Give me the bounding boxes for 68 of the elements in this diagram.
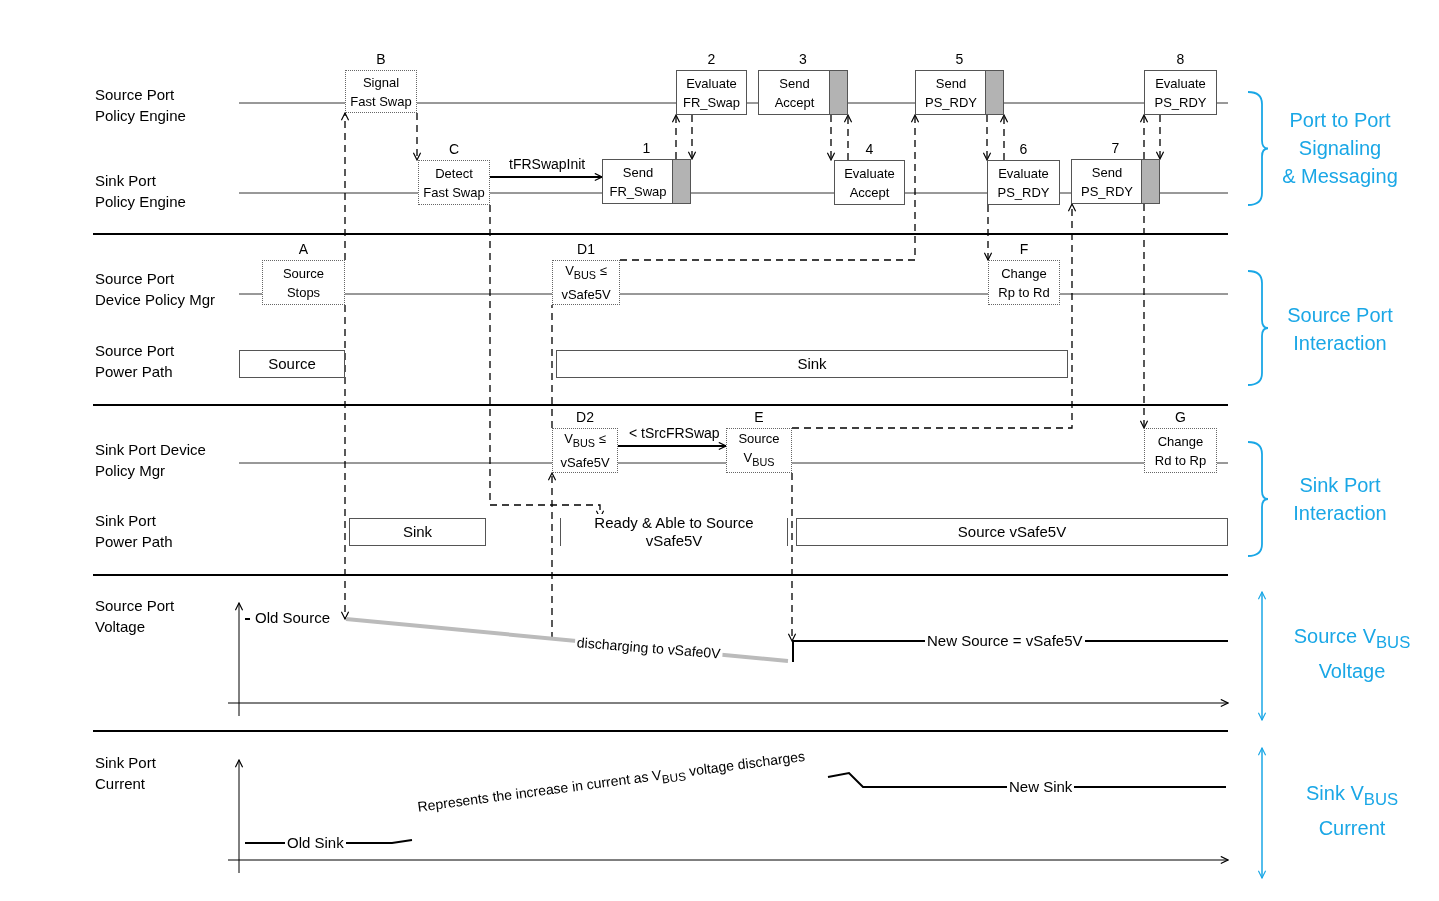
step-label: A — [297, 240, 310, 258]
row-label: Sink Port Policy Engine — [95, 171, 187, 212]
box-text: Change Rd to Rp — [1153, 432, 1208, 470]
step-label: 1 — [641, 139, 652, 157]
step-label: D2 — [575, 408, 595, 426]
step-label: 6 — [1018, 140, 1029, 158]
dashed-arrow — [671, 114, 681, 160]
step-label: E — [753, 408, 765, 426]
dashed-arrow — [1155, 114, 1165, 160]
box-text: Signal Fast Swap — [349, 73, 413, 111]
step-label: B — [375, 50, 387, 68]
step-label: C — [447, 140, 461, 158]
step-label: 8 — [1175, 50, 1186, 68]
dashed-arrow — [983, 204, 993, 261]
box-text: Send Accept — [773, 74, 816, 112]
step-label: 2 — [706, 50, 717, 68]
edge-label: tFRSwapInit — [507, 156, 588, 172]
row-label: Source Port Voltage — [95, 596, 176, 637]
step-label: G — [1174, 408, 1187, 426]
box-text: Evaluate FR_Swap — [681, 74, 742, 112]
step-label: F — [1018, 240, 1030, 258]
step-label: D1 — [576, 240, 596, 258]
dashed-arrow — [843, 114, 853, 161]
dashed-arrow — [826, 114, 836, 161]
dashed-arrow — [619, 114, 920, 261]
row-label: Sink Port Device Policy Mgr — [95, 440, 207, 481]
step-label: 5 — [954, 50, 965, 68]
arrow — [489, 172, 603, 182]
row-label: Source Port Power Path — [95, 341, 176, 382]
dashed-arrow — [412, 112, 422, 161]
box-text: Change Rp to Rd — [997, 264, 1051, 302]
arrow — [617, 441, 727, 451]
row-label: Sink Port Current — [95, 753, 157, 794]
section-title: Source Port Interaction — [1286, 303, 1394, 356]
edge-label: < tSrcFRSwap — [627, 425, 722, 441]
dashed-arrow — [982, 114, 992, 161]
dashed-arrow — [547, 472, 557, 640]
dashed-arrow — [687, 114, 697, 160]
box-text: Send FR_Swap — [608, 163, 668, 201]
dashed-line — [551, 304, 553, 429]
dashed-arrow — [787, 472, 797, 642]
dashed-arrow — [1139, 114, 1149, 160]
section-title: Sink Port Interaction — [1292, 473, 1388, 526]
section-title: Port to Port Signaling & Messaging — [1281, 108, 1399, 189]
node-label: Ready & Able to Source vSafe5V — [594, 514, 754, 549]
dashed-arrow — [340, 112, 350, 261]
box-text: Evaluate PS_RDY — [1153, 74, 1208, 112]
box-text: Send PS_RDY — [924, 74, 978, 112]
box-text: Detect Fast Swap — [422, 164, 486, 202]
box-text: V$_{BUS}$ ≤ vSafe5V — [559, 430, 611, 472]
box-text: Source Stops — [281, 264, 326, 302]
box-text: Send PS_RDY — [1080, 163, 1134, 201]
dashed-arrow — [791, 203, 1077, 429]
step-label: 4 — [864, 140, 875, 158]
dashed-arrow — [1139, 203, 1149, 429]
step-label: 3 — [798, 50, 808, 68]
row-label: Sink Port Power Path — [95, 511, 174, 552]
section-title: Sink V$_{BUS}$ Current — [1304, 781, 1400, 841]
section-title: Source V$_{BUS}$ Voltage — [1292, 624, 1412, 684]
box-text: Evaluate Accept — [843, 164, 896, 202]
box-text: Source V$_{BUS}$ — [737, 430, 781, 470]
row-label: Source Port Device Policy Mgr — [95, 269, 217, 310]
step-label: 7 — [1110, 139, 1121, 157]
row-label: Source Port Policy Engine — [95, 85, 187, 126]
box-text: V$_{BUS}$ ≤ vSafe5V — [560, 262, 612, 304]
dashed-arrow — [340, 304, 350, 620]
box-text: Evaluate PS_RDY — [996, 164, 1051, 202]
dashed-arrow — [999, 114, 1009, 161]
